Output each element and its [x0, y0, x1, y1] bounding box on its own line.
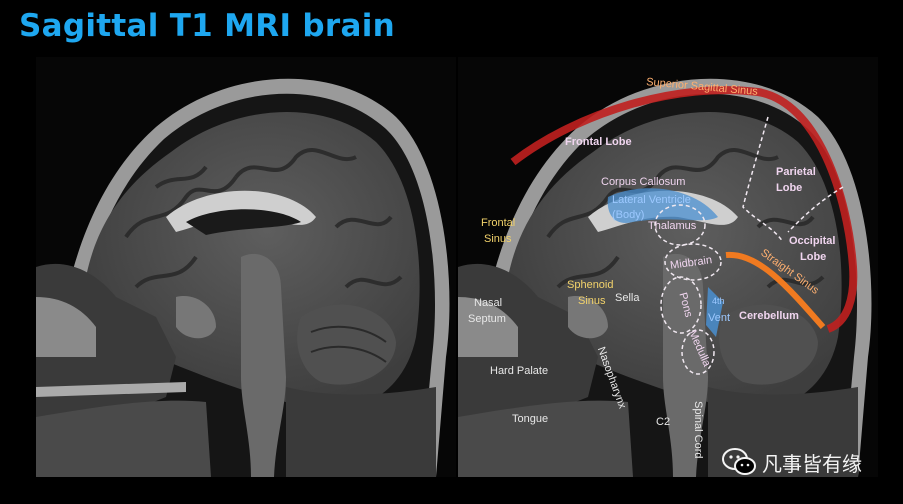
medulla-outline: [681, 329, 715, 375]
label-fourth-ventricle-line1: 4th: [712, 296, 725, 306]
label-frontal-sinus-line2: Sinus: [484, 233, 512, 245]
label-lateral-ventricle-line1: Lateral Ventricle: [612, 194, 691, 206]
thalamus-outline: [654, 204, 706, 246]
parietal-lobe-boundary: [742, 116, 784, 243]
label-nasal-septum-line2: Septum: [468, 313, 506, 325]
label-sphenoid-sinus-line2: Sinus: [578, 295, 606, 307]
label-cerebellum: Cerebellum: [739, 310, 799, 322]
label-hard-palate: Hard Palate: [490, 365, 549, 377]
label-frontal-lobe: Frontal Lobe: [565, 136, 632, 148]
label-spinal-cord: Spinal Cord: [692, 401, 704, 459]
mri-image-plain: [36, 57, 456, 477]
label-lateral-ventricle-line2: (Body): [612, 209, 645, 221]
mri-scan-annotated: [458, 78, 872, 477]
mri-image-annotated: [458, 57, 878, 477]
label-thalamus: Thalamus: [648, 220, 697, 232]
label-nasal-septum-line1: Nasal: [474, 297, 503, 309]
mri-scan-plain: [36, 78, 450, 477]
pons-outline: [660, 276, 702, 334]
label-occipital-lobe-line1: Occipital: [789, 235, 836, 247]
watermark: 凡事皆有缘: [722, 447, 862, 477]
label-frontal-sinus-line1: Frontal: [481, 217, 516, 229]
label-sphenoid-sinus-line1: Sphenoid: [567, 279, 614, 291]
label-corpus-callosum: Corpus Callosum: [601, 176, 686, 188]
superior-sagittal-sinus-outline: [510, 86, 858, 333]
fourth-ventricle-fill: [706, 287, 723, 337]
page-title: Sagittal T1 MRI brain: [19, 8, 395, 44]
label-sella: Sella: [615, 292, 640, 304]
label-occipital-lobe-line2: Lobe: [800, 251, 827, 263]
lateral-ventricle-fill: [607, 188, 718, 223]
label-fourth-ventricle-line2: Vent: [708, 312, 731, 324]
midbrain-outline: [664, 243, 722, 281]
label-tongue: Tongue: [512, 413, 549, 425]
wechat-icon: [722, 448, 756, 475]
label-parietal-lobe-line2: Lobe: [776, 182, 803, 194]
occipital-lobe-boundary: [787, 186, 844, 233]
straight-sinus-outline: [725, 251, 826, 329]
label-parietal-lobe-line1: Parietal: [776, 166, 816, 178]
watermark-text: 凡事皆有缘: [762, 451, 862, 476]
label-c2: C2: [656, 416, 671, 428]
